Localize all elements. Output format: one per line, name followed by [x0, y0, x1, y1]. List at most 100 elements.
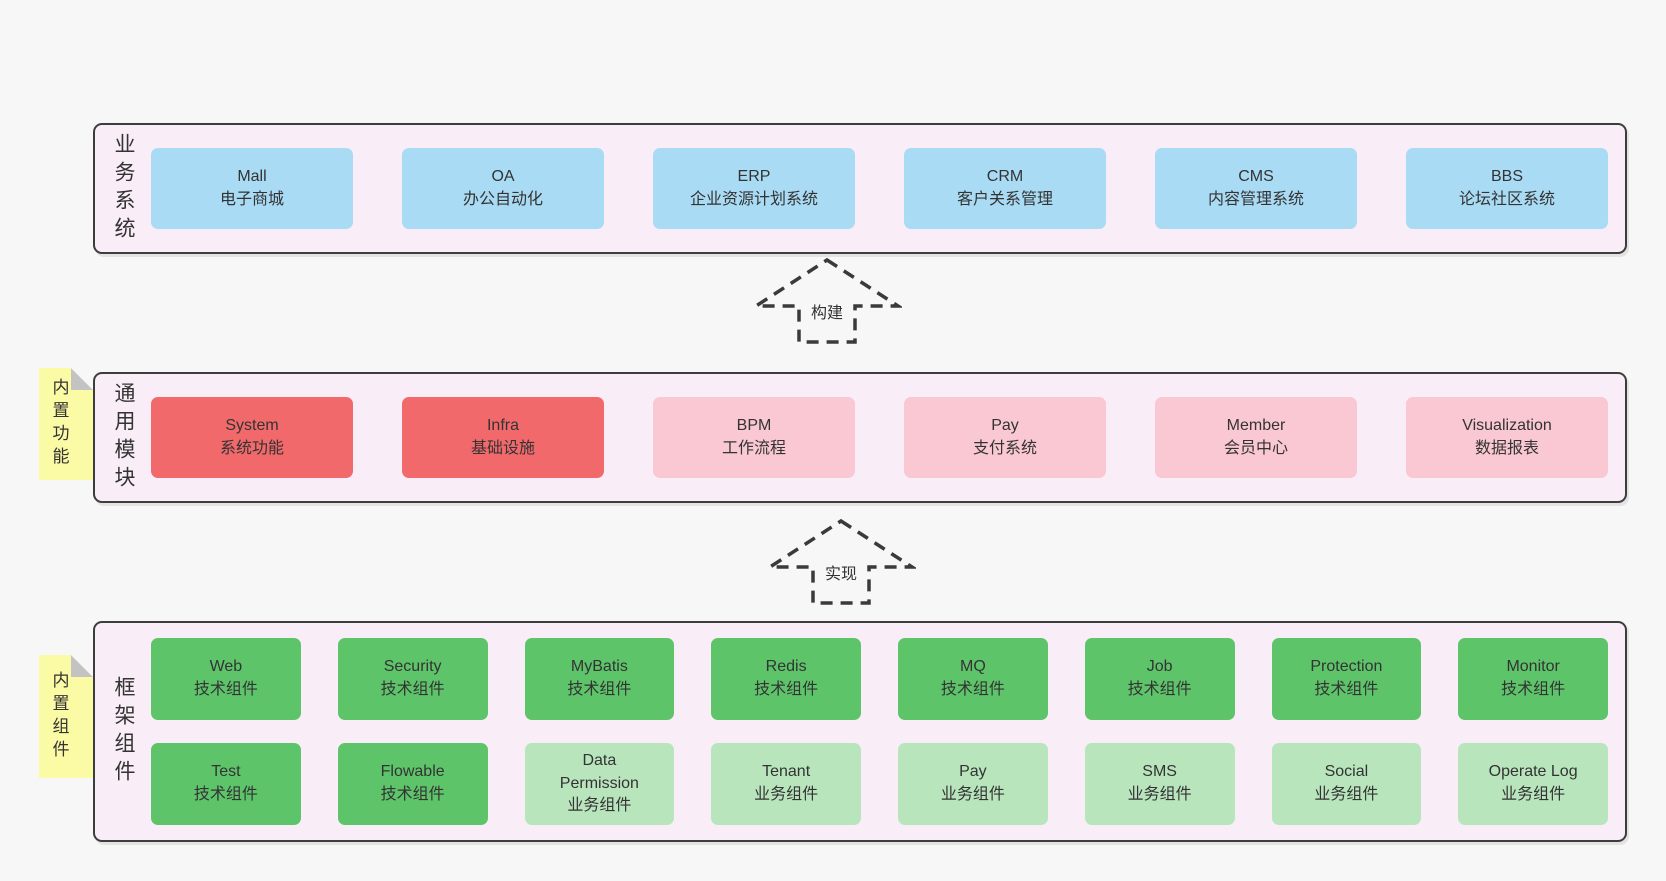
- box-social: Social 业务组件: [1271, 743, 1422, 825]
- box-desc: 技术组件: [1314, 681, 1379, 698]
- box-visualization: Visualization 数据报表: [1406, 397, 1608, 478]
- box-name: OA: [491, 167, 515, 185]
- up-arrow-build-icon: 构建: [752, 257, 902, 345]
- box-name: MyBatis: [570, 658, 628, 676]
- box-desc: 工作流程: [721, 439, 786, 457]
- box-desc: 系统功能: [219, 439, 284, 457]
- box-test: Test 技术组件: [151, 743, 301, 825]
- box-name: ERP: [737, 167, 771, 185]
- box-desc: 会员中心: [1223, 439, 1288, 457]
- box-cms: CMS 内容管理系统: [1155, 148, 1357, 229]
- box-desc: 业务组件: [940, 786, 1005, 803]
- band-label-text: 通用模块: [112, 381, 135, 494]
- box-desc: 技术组件: [380, 681, 445, 698]
- band-business-systems: 业务系统 Mall 电子商城 OA 办公自动化 ERP 企业资源计划系统 CRM…: [93, 123, 1627, 254]
- box-desc: 技术组件: [1127, 681, 1192, 698]
- band-label-text: 框架组件: [112, 675, 135, 788]
- box-tenant: Tenant 业务组件: [711, 743, 861, 825]
- box-desc: 论坛社区系统: [1458, 190, 1555, 208]
- box-system: System 系统功能: [151, 397, 353, 478]
- box-name: Operate Log: [1488, 763, 1578, 781]
- box-name: System: [225, 416, 279, 434]
- box-name: Web: [209, 658, 243, 676]
- box-desc: 基础设施: [470, 439, 535, 457]
- box-name: BBS: [1490, 167, 1523, 185]
- box-bbs: BBS 论坛社区系统: [1406, 148, 1608, 229]
- box-desc: 技术组件: [380, 786, 445, 803]
- box-name: Data Permission: [559, 751, 639, 792]
- box-name: Pay: [991, 416, 1019, 434]
- folded-corner-icon: [71, 655, 93, 677]
- box-name: Tenant: [762, 763, 811, 781]
- box-name: Mall: [237, 167, 267, 185]
- box-monitor: Monitor 技术组件: [1458, 638, 1608, 720]
- dashed-up-arrow-icon: [766, 518, 916, 605]
- box-pay-component: Pay 业务组件: [898, 743, 1048, 825]
- box-name: Job: [1146, 658, 1173, 676]
- box-desc: 业务组件: [1127, 786, 1192, 803]
- box-desc: 企业资源计划系统: [689, 190, 818, 208]
- sticky-note-built-in-features: 内置功能: [39, 368, 93, 480]
- box-operate-log: Operate Log 业务组件: [1458, 743, 1608, 825]
- up-arrow-implement-icon: 实现: [766, 518, 916, 606]
- box-desc: 电子商城: [219, 190, 284, 208]
- box-desc: 数据报表: [1474, 439, 1539, 457]
- box-pay-module: Pay 支付系统: [904, 397, 1106, 478]
- box-desc: 技术组件: [1501, 681, 1566, 698]
- box-name: Visualization: [1462, 416, 1552, 434]
- box-data-permission: Data Permission 业务组件: [524, 743, 675, 825]
- box-name: Test: [211, 763, 241, 781]
- arrow-label: 实现: [820, 560, 862, 584]
- box-redis: Redis 技术组件: [711, 638, 861, 720]
- box-mq: MQ 技术组件: [898, 638, 1048, 720]
- box-name: Social: [1324, 763, 1369, 781]
- box-name: Pay: [959, 763, 987, 781]
- band-common-modules: 通用模块 System 系统功能 Infra 基础设施 BPM 工作流程 Pay…: [93, 372, 1627, 503]
- box-desc: 技术组件: [193, 786, 258, 803]
- band-label: 通用模块: [95, 374, 151, 501]
- box-member: Member 会员中心: [1155, 397, 1357, 478]
- box-name: MQ: [959, 658, 986, 676]
- box-name: SMS: [1142, 763, 1177, 781]
- box-desc: 业务组件: [754, 786, 819, 803]
- band-label: 框架组件: [95, 623, 151, 840]
- box-name: Monitor: [1506, 658, 1560, 676]
- box-name: Flowable: [380, 763, 445, 781]
- box-name: BPM: [736, 416, 772, 434]
- box-desc: 业务组件: [1314, 786, 1379, 803]
- box-infra: Infra 基础设施: [402, 397, 604, 478]
- box-crm: CRM 客户关系管理: [904, 148, 1106, 229]
- dashed-up-arrow-icon: [752, 257, 902, 344]
- box-oa: OA 办公自动化: [402, 148, 604, 229]
- box-name: Security: [383, 658, 442, 676]
- box-web: Web 技术组件: [151, 638, 301, 720]
- box-mall: Mall 电子商城: [151, 148, 353, 229]
- business-box-row: Mall 电子商城 OA 办公自动化 ERP 企业资源计划系统 CRM 客户关系…: [151, 125, 1608, 252]
- sticky-note-built-in-components: 内置组件: [39, 655, 93, 778]
- components-grid: Web 技术组件 Security 技术组件 MyBatis 技术组件 Redi…: [151, 623, 1608, 840]
- box-sms: SMS 业务组件: [1084, 743, 1235, 825]
- box-desc: 客户关系管理: [956, 190, 1053, 208]
- box-desc: 技术组件: [193, 681, 258, 698]
- box-name: Redis: [765, 658, 807, 676]
- modules-box-row: System 系统功能 Infra 基础设施 BPM 工作流程 Pay 支付系统…: [151, 374, 1608, 501]
- band-label: 业务系统: [95, 125, 151, 252]
- box-desc: 业务组件: [1501, 786, 1566, 803]
- box-desc: 业务组件: [567, 797, 632, 815]
- box-desc: 内容管理系统: [1207, 190, 1304, 208]
- box-erp: ERP 企业资源计划系统: [653, 148, 855, 229]
- box-security: Security 技术组件: [337, 638, 488, 720]
- box-desc: 技术组件: [754, 681, 819, 698]
- box-desc: 技术组件: [940, 681, 1005, 698]
- box-mybatis: MyBatis 技术组件: [524, 638, 675, 720]
- box-desc: 支付系统: [972, 439, 1037, 457]
- box-desc: 办公自动化: [462, 190, 543, 208]
- box-name: Protection: [1310, 658, 1383, 676]
- band-label-text: 业务系统: [112, 132, 135, 245]
- arrow-label: 构建: [806, 299, 848, 323]
- band-framework-components: 框架组件 Web 技术组件 Security 技术组件 MyBatis 技术组件…: [93, 621, 1627, 842]
- sticky-note-label: 内置组件: [49, 670, 69, 763]
- box-flowable: Flowable 技术组件: [337, 743, 488, 825]
- box-job: Job 技术组件: [1084, 638, 1235, 720]
